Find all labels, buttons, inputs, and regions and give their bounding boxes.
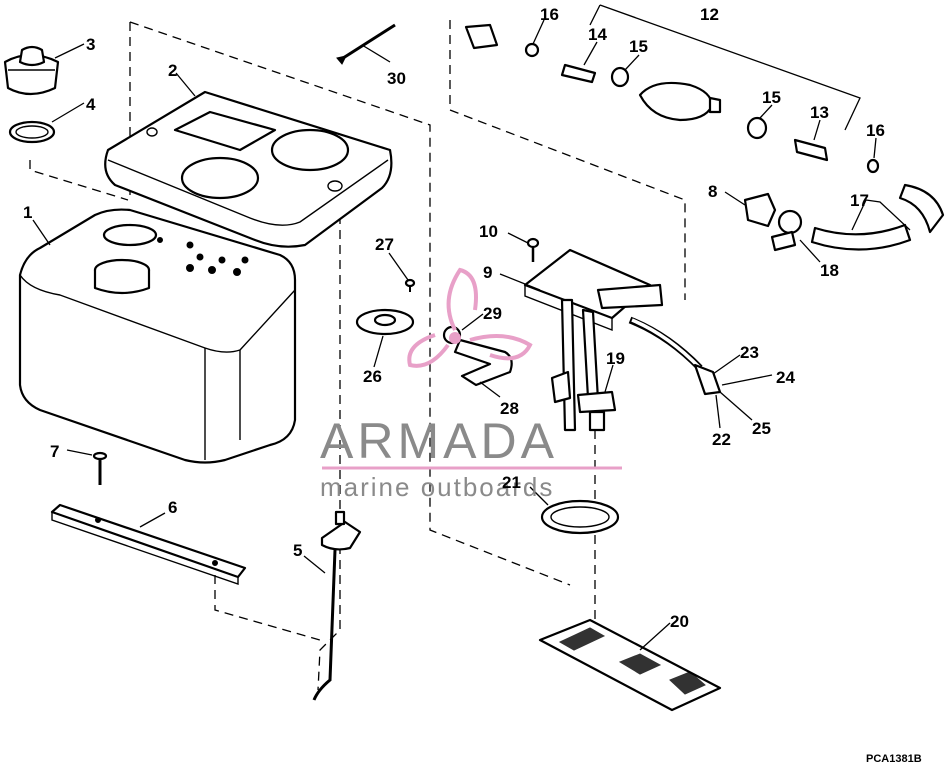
part-number-9: 9 bbox=[483, 263, 492, 282]
part-number-8: 8 bbox=[708, 182, 717, 201]
leader-lines bbox=[32, 4, 911, 651]
part-number-10: 10 bbox=[479, 222, 498, 241]
watermark-tagline: marine outboards bbox=[320, 472, 554, 502]
part-number-30: 30 bbox=[387, 69, 406, 88]
part-number-23: 23 bbox=[740, 343, 759, 362]
clamp-15 bbox=[610, 66, 630, 88]
pickup-seal-ring bbox=[540, 499, 620, 535]
fuel-gauge-rod bbox=[312, 510, 362, 701]
assembly-dashed-lines bbox=[29, 20, 686, 691]
part-number-1: 1 bbox=[23, 203, 32, 222]
fuel-cap bbox=[3, 45, 60, 96]
clamp-16 bbox=[524, 42, 540, 58]
propeller-logo-icon bbox=[407, 267, 533, 368]
decal-plate bbox=[538, 618, 722, 712]
fuel-tank bbox=[18, 208, 297, 464]
armada-watermark: ARMADA marine outboards bbox=[320, 267, 622, 502]
watermark-brand: ARMADA bbox=[320, 413, 558, 469]
part-number-26: 26 bbox=[363, 367, 382, 386]
connector-13 bbox=[793, 138, 829, 162]
tank-top-cover bbox=[104, 90, 393, 248]
part-number-labels: 3 4 2 1 7 6 5 30 27 26 29 28 10 9 19 21 … bbox=[23, 5, 885, 631]
part-number-6: 6 bbox=[168, 498, 177, 517]
part-number-22: 22 bbox=[712, 430, 731, 449]
part-number-24: 24 bbox=[776, 368, 795, 387]
mounting-bracket bbox=[50, 503, 247, 585]
part-number-7: 7 bbox=[50, 442, 59, 461]
vent-hose bbox=[628, 316, 722, 396]
part-number-18: 18 bbox=[820, 261, 839, 280]
part-number-28: 28 bbox=[500, 399, 519, 418]
part-number-16-right: 16 bbox=[866, 121, 885, 140]
part-number-25: 25 bbox=[752, 419, 771, 438]
part-number-17: 17 bbox=[850, 191, 869, 210]
figure-code: PCA1381B bbox=[866, 753, 922, 763]
fuel-pickup-assembly bbox=[523, 248, 664, 432]
hose-fitting-16 bbox=[464, 23, 499, 50]
pickup-hose bbox=[453, 338, 513, 387]
part-number-16-top: 16 bbox=[540, 5, 559, 24]
cap-seal-ring bbox=[8, 120, 56, 144]
connector-14 bbox=[560, 63, 597, 84]
part-number-20: 20 bbox=[670, 612, 689, 631]
gauge-retainer bbox=[355, 308, 415, 336]
tie-strap bbox=[336, 23, 396, 65]
mounting-screw bbox=[92, 451, 108, 485]
hose-clip-18 bbox=[770, 209, 803, 252]
part-number-12: 12 bbox=[700, 5, 719, 24]
small-screw bbox=[404, 278, 416, 292]
part-number-15-top: 15 bbox=[629, 37, 648, 56]
part-number-5: 5 bbox=[293, 541, 302, 560]
clamp-15b bbox=[746, 116, 768, 140]
part-number-14: 14 bbox=[588, 25, 607, 44]
part-number-27: 27 bbox=[375, 235, 394, 254]
part-number-3: 3 bbox=[86, 35, 95, 54]
part-number-13: 13 bbox=[810, 103, 829, 122]
clamp-16b bbox=[866, 158, 880, 174]
pickup-screw bbox=[526, 237, 540, 262]
part-number-15-right: 15 bbox=[762, 88, 781, 107]
primer-bulb bbox=[638, 81, 722, 122]
part-number-2: 2 bbox=[168, 61, 177, 80]
part-number-19: 19 bbox=[606, 349, 625, 368]
part-number-4: 4 bbox=[86, 95, 96, 114]
hose-holder-8 bbox=[743, 192, 777, 228]
part-number-21: 21 bbox=[502, 473, 521, 492]
part-number-29: 29 bbox=[483, 304, 502, 323]
fuel-hose bbox=[810, 183, 945, 251]
